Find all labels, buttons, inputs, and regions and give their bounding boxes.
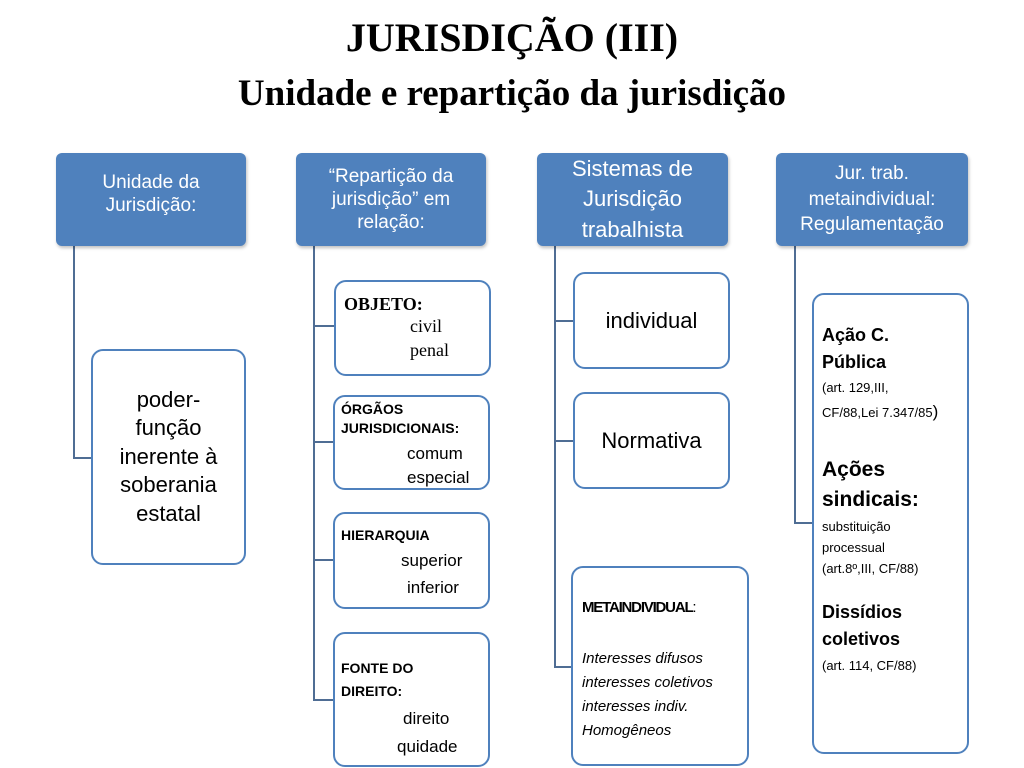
box-hierarquia: HIERARQUIA superior inferior [333, 512, 490, 609]
box-poder-funcao: poder- função inerente à soberania estat… [91, 349, 246, 565]
box-regulamentacao: Ação C. Pública (art. 129,III, CF/88,Lei… [812, 293, 969, 754]
box-metaindividual: METAINDIVIDUAL: Interesses difusos inter… [571, 566, 749, 766]
metaindividual-line-3: interesses indiv. [582, 698, 689, 715]
header-jur-trab-metaindividual: Jur. trab. metaindividual: Regulamentaçã… [776, 153, 968, 246]
connector-branch-poder [73, 457, 92, 459]
dissidios-title-1: Dissídios [822, 602, 903, 622]
hierarquia-label: HIERARQUIA [341, 527, 430, 543]
objeto-label: OBJETO: [344, 294, 423, 314]
metaindividual-line-2: interesses coletivos [582, 674, 713, 691]
hierarquia-item-superior: superior [401, 551, 463, 570]
connector-branch-orgaos [313, 441, 334, 443]
page-subtitle: Unidade e repartição da jurisdição [237, 73, 787, 114]
orgaos-item-especial: especial [407, 468, 470, 487]
orgaos-label-line1: ÓRGÃOS [341, 401, 404, 417]
metaindividual-label: METAINDIVIDUAL: [582, 599, 697, 616]
objeto-item-penal: penal [410, 340, 449, 360]
header-unidade-jurisdicao: Unidade da Jurisdição: [56, 153, 246, 246]
connector-branch-fonte [313, 699, 334, 701]
hierarquia-item-inferior: inferior [407, 578, 459, 597]
box-orgaos-jurisdicionais: ÓRGÃOS JURISDICIONAIS: comum especial [333, 395, 490, 490]
orgaos-label-line2: JURISDICIONAIS: [341, 420, 460, 436]
fonte-label-line1: FONTE DO [341, 660, 414, 676]
page-title: JURISDIÇÃO (III) [345, 15, 679, 60]
acao-publica-title-1: Ação C. [822, 325, 890, 345]
box-objeto: OBJETO: civil penal [334, 280, 491, 376]
connector-branch-meta [554, 666, 572, 668]
fonte-label-line2: DIREITO: [341, 683, 403, 699]
header-sistemas-jurisdicao: Sistemas de Jurisdição trabalhista [537, 153, 728, 246]
fonte-item-direito: direito [403, 709, 450, 728]
metaindividual-line-1: Interesses difusos [582, 650, 703, 667]
box-individual: individual [573, 272, 730, 369]
connector-vertical-col3 [554, 246, 556, 668]
dissidios-title-2: coletivos [822, 629, 901, 649]
objeto-item-civil: civil [410, 316, 442, 336]
acoes-sindicais-detail-1: substituição [822, 519, 891, 534]
connector-vertical-col2 [313, 246, 315, 701]
connector-branch-objeto [313, 325, 335, 327]
connector-branch-hierarquia [313, 559, 334, 561]
acoes-sindicais-title-1: Ações [822, 458, 886, 481]
box-normativa: Normativa [573, 392, 730, 489]
connector-branch-normativa [554, 440, 574, 442]
acao-publica-detail-2: CF/88,Lei 7.347/85) [822, 402, 939, 421]
orgaos-item-comum: comum [407, 444, 463, 463]
connector-branch-individual [554, 320, 574, 322]
metaindividual-line-4: Homogêneos [582, 722, 672, 739]
fonte-item-quidade: quidade [397, 737, 458, 756]
connector-vertical-col1 [73, 246, 75, 458]
header-reparticao-jurisdicao: “Repartição da jurisdição” em relação: [296, 153, 486, 246]
acoes-sindicais-detail-3: (art.8º,III, CF/88) [822, 561, 919, 576]
acao-publica-detail-1: (art. 129,III, [822, 380, 889, 395]
acao-publica-title-2: Pública [822, 352, 887, 372]
box-fonte-do-direito: FONTE DO DIREITO: direito quidade [333, 632, 490, 767]
connector-vertical-col4 [794, 246, 796, 524]
connector-branch-acao [794, 522, 813, 524]
dissidios-detail-1: (art. 114, CF/88) [822, 658, 917, 673]
acoes-sindicais-title-2: sindicais: [822, 488, 919, 511]
acoes-sindicais-detail-2: processual [822, 540, 885, 555]
